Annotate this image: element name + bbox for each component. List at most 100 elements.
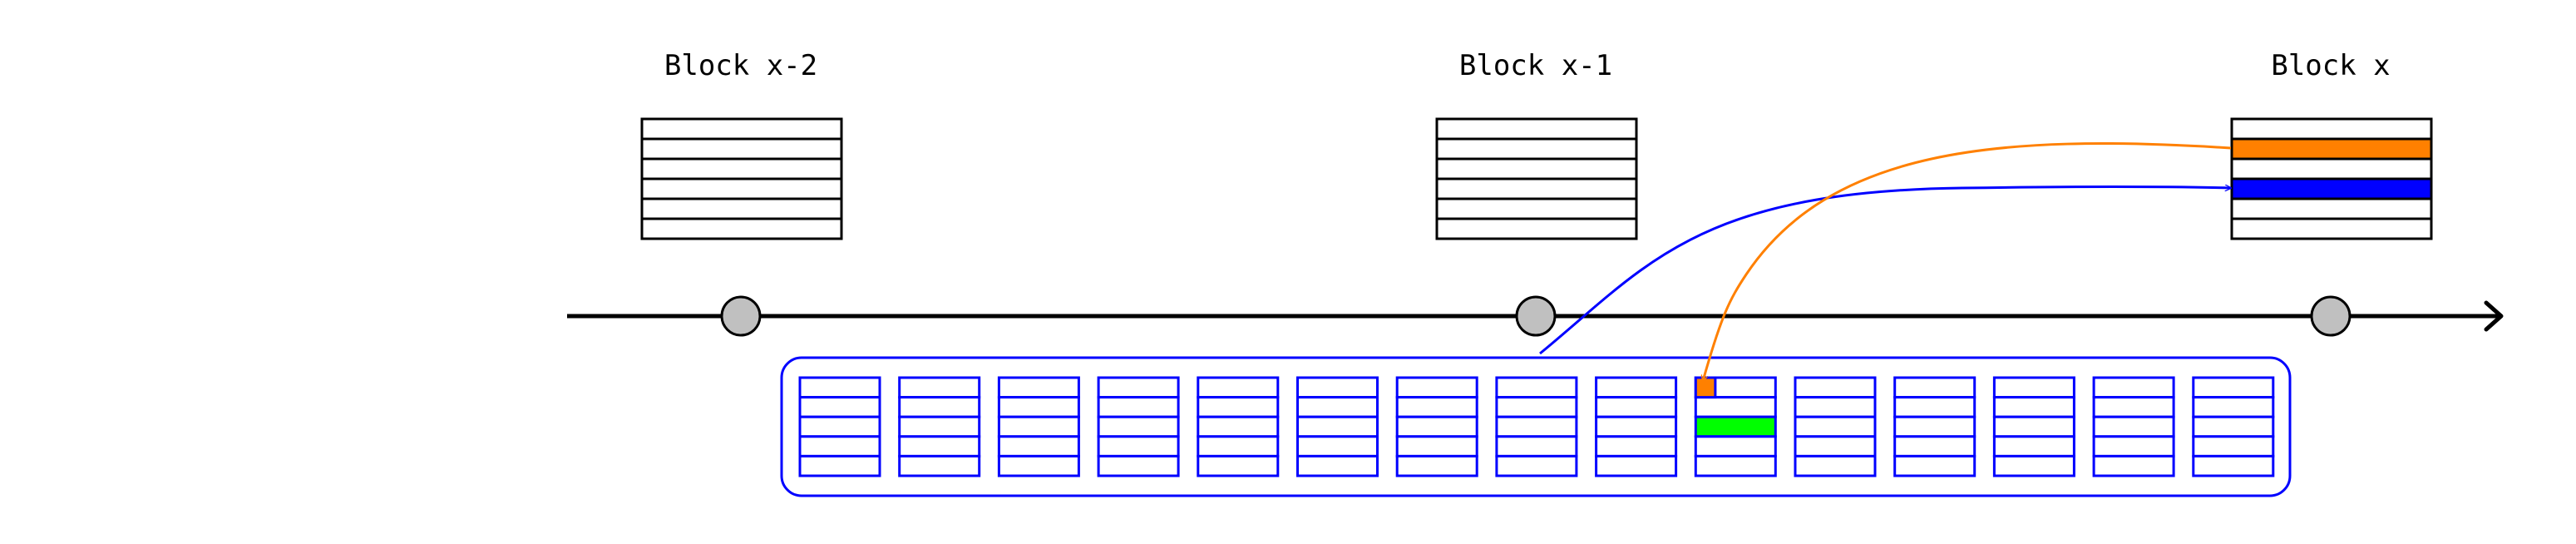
- block-row: [1435, 217, 1638, 240]
- mempool-tx-row: [2092, 376, 2175, 399]
- mempool-tx-row: [898, 396, 981, 418]
- mempool-tx-row: [1893, 396, 1976, 418]
- mempool-tx-row: [898, 454, 981, 477]
- mempool-tx-row: [997, 454, 1080, 477]
- mempool-tx: [898, 376, 981, 477]
- mempool-tx: [2192, 376, 2275, 477]
- block-row: [640, 117, 843, 141]
- mempool-tx: [1395, 376, 1478, 477]
- mempool-tx-row: [997, 435, 1080, 457]
- mempool-tx: [1694, 376, 1777, 477]
- block-label-x-1: Block x-1: [1459, 49, 1612, 82]
- mempool-tx-row: [1395, 454, 1478, 477]
- mempool-tx-row: [1992, 396, 2075, 418]
- mempool-tx-row: [1694, 435, 1777, 457]
- mempool-tx-row: [1893, 435, 1976, 457]
- block-x-2: [640, 117, 843, 240]
- block-row: [2230, 177, 2433, 200]
- timeline: [567, 295, 2504, 337]
- mempool-tx: [1794, 376, 1877, 477]
- mempool-tx-row: [997, 415, 1080, 438]
- mempool-tx-row: [1893, 415, 1976, 438]
- timeline-node-block-x-2: [720, 295, 762, 337]
- mempool-tx-row: [1694, 415, 1777, 438]
- mempool-transactions: [798, 376, 2275, 477]
- block-row: [2230, 197, 2433, 220]
- mempool-tx-row: [1395, 376, 1478, 399]
- mempool-tx-row: [1595, 454, 1678, 477]
- mempool-tx-row: [1395, 415, 1478, 438]
- mempool-tx-row: [1794, 435, 1877, 457]
- mempool-tx-row: [2192, 415, 2275, 438]
- mempool-tx: [1992, 376, 2075, 477]
- mempool-tx-row: [2192, 454, 2275, 477]
- mempool-tx-row: [1794, 396, 1877, 418]
- block-row: [1435, 137, 1638, 161]
- block-row: [1435, 157, 1638, 181]
- block-row: [2230, 137, 2433, 161]
- mempool-tx-row: [1296, 415, 1379, 438]
- block-row: [2230, 117, 2433, 141]
- mempool-tx-row: [1893, 454, 1976, 477]
- mempool-tx-row: [1794, 376, 1877, 399]
- block-row: [640, 217, 843, 240]
- mempool-tx-row: [1992, 415, 2075, 438]
- mempool-tx-row: [1992, 376, 2075, 399]
- mempool-tx-row: [1992, 435, 2075, 457]
- mempool-tx-row: [1097, 435, 1180, 457]
- mempool-tx-row: [898, 376, 981, 399]
- blue-arrow: [1539, 187, 2231, 355]
- mempool-tx-row: [2092, 435, 2175, 457]
- block-row: [2230, 157, 2433, 181]
- mempool-tx-row: [1097, 415, 1180, 438]
- mempool-tx-row: [1694, 454, 1777, 477]
- mempool-tx-row: [1097, 396, 1180, 418]
- timeline-node-block-x-1: [1515, 295, 1557, 337]
- mempool-tx-row: [1495, 435, 1578, 457]
- block-row: [640, 177, 843, 200]
- block-label-x-2: Block x-2: [664, 49, 817, 82]
- mempool-tx: [2092, 376, 2175, 477]
- mempool-tx-row: [798, 415, 881, 438]
- mempool-container: [780, 356, 2292, 497]
- mempool-tx-row: [1197, 435, 1280, 457]
- mempool-tx-row: [997, 396, 1080, 418]
- mempool-tx: [1296, 376, 1379, 477]
- block-row: [1435, 117, 1638, 141]
- mempool-tx-row: [1296, 376, 1379, 399]
- timeline-arrowhead: [2484, 300, 2504, 332]
- mempool-tx-row: [2092, 415, 2175, 438]
- mempool-tx-row: [1595, 376, 1678, 399]
- mempool-tx-row: [898, 435, 981, 457]
- block-row: [2230, 217, 2433, 240]
- block-row: [1435, 177, 1638, 200]
- mempool-tx-row: [798, 396, 881, 418]
- mempool-tx-row: [1395, 396, 1478, 418]
- mempool-tx-row: [997, 376, 1080, 399]
- mempool-tx-partial-highlight: [1694, 376, 1717, 399]
- mempool-tx-row: [2192, 435, 2275, 457]
- mempool-tx: [1495, 376, 1578, 477]
- mempool-tx-row: [898, 415, 981, 438]
- orange-arrow: [1703, 141, 2232, 381]
- mempool-tx-row: [1495, 454, 1578, 477]
- mempool-tx-row: [2192, 376, 2275, 399]
- mempool-tx-row: [1794, 415, 1877, 438]
- mempool-tx-row: [1197, 415, 1280, 438]
- mempool-tx-row: [2092, 454, 2175, 477]
- block-row: [640, 197, 843, 220]
- mempool-tx-row: [1595, 435, 1678, 457]
- mempool-tx-row: [1694, 396, 1777, 418]
- mempool-tx-row: [798, 435, 881, 457]
- mempool-tx-row: [1595, 415, 1678, 438]
- block-label-x: Block x: [2271, 49, 2390, 82]
- mempool-tx: [1097, 376, 1180, 477]
- block-row: [640, 137, 843, 161]
- mempool-tx-row: [798, 454, 881, 477]
- mempool-tx: [798, 376, 881, 477]
- mempool-tx-row: [1395, 435, 1478, 457]
- mempool-tx-row: [1296, 435, 1379, 457]
- mempool-tx: [1893, 376, 1976, 477]
- mempool: [780, 356, 2292, 497]
